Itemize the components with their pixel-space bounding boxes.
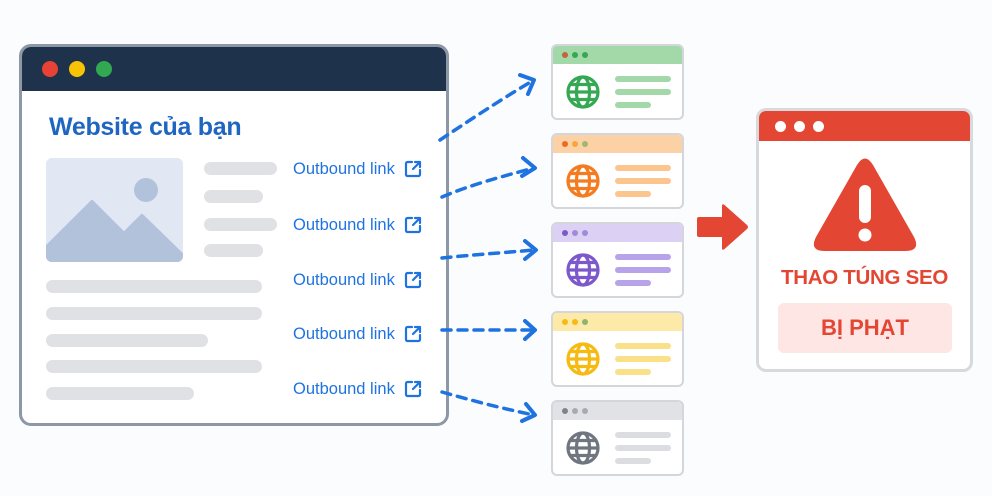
card-dot-icon (572, 319, 578, 325)
text-placeholder (46, 360, 262, 373)
card-dot-icon (562, 230, 568, 236)
text-placeholder (46, 387, 194, 400)
main-website-window: Website của bạn Outbound link Outbound l… (19, 44, 449, 426)
outbound-link[interactable]: Outbound link (293, 379, 423, 399)
card-dot-icon (562, 141, 568, 147)
text-placeholder (46, 280, 262, 293)
text-placeholder (46, 307, 262, 320)
outbound-link-label: Outbound link (293, 379, 395, 398)
arrowhead-icon (523, 239, 538, 261)
outbound-link[interactable]: Outbound link (293, 215, 423, 235)
target-site-card (551, 222, 684, 298)
outbound-link[interactable]: Outbound link (293, 270, 423, 290)
card-titlebar (553, 402, 682, 420)
maximize-dot-icon (96, 61, 112, 77)
outbound-link-label: Outbound link (293, 159, 395, 178)
card-dot-icon (582, 230, 588, 236)
text-placeholder (615, 343, 671, 349)
text-placeholder (615, 254, 671, 260)
text-placeholder (204, 218, 277, 231)
minimize-dot-icon (69, 61, 85, 77)
website-title: Website của bạn (49, 113, 242, 141)
card-dot-icon (582, 408, 588, 414)
globe-icon (566, 164, 600, 198)
close-dot-icon (42, 61, 58, 77)
text-placeholder (204, 244, 263, 257)
external-link-icon (404, 380, 421, 398)
text-placeholder (615, 89, 671, 95)
card-titlebar (553, 46, 682, 64)
outbound-link[interactable]: Outbound link (293, 324, 423, 344)
penalty-title: THAO TÚNG SEO (781, 266, 948, 289)
arrow-to-site-2 (440, 166, 536, 199)
card-titlebar (553, 224, 682, 242)
text-placeholder (615, 267, 671, 273)
penalty-window: THAO TÚNG SEO BỊ PHẠT (756, 108, 973, 372)
card-dot-icon (572, 141, 578, 147)
card-dot-icon (582, 319, 588, 325)
card-titlebar (553, 313, 682, 331)
warning-icon (813, 158, 917, 251)
external-link-icon (404, 271, 421, 289)
globe-icon (566, 431, 600, 465)
window-titlebar (22, 47, 446, 91)
arrow-to-site-1 (438, 78, 536, 142)
card-dot-icon (572, 230, 578, 236)
globe-icon (566, 342, 600, 376)
text-placeholder (46, 334, 208, 347)
card-dot-icon (572, 408, 578, 414)
arrow-to-site-3 (440, 248, 536, 260)
text-placeholder (615, 191, 651, 197)
text-placeholder (615, 356, 671, 362)
card-titlebar (553, 135, 682, 153)
text-placeholder (615, 165, 671, 171)
outbound-link[interactable]: Outbound link (293, 159, 423, 179)
card-dot-icon (582, 141, 588, 147)
target-site-card (551, 400, 684, 476)
image-placeholder-icon (46, 158, 183, 262)
outbound-link-label: Outbound link (293, 270, 395, 289)
text-placeholder (615, 458, 651, 464)
arrowhead-icon (523, 319, 537, 341)
penalty-badge: BỊ PHẠT (778, 303, 952, 353)
outbound-link-label: Outbound link (293, 324, 395, 343)
arrowhead-icon (518, 73, 536, 96)
card-dot-icon (562, 408, 568, 414)
globe-icon (566, 75, 600, 109)
arrow-to-site-5 (440, 390, 536, 417)
card-dot-icon (572, 52, 578, 58)
target-site-card (551, 44, 684, 120)
globe-icon (566, 253, 600, 287)
card-dot-icon (562, 52, 568, 58)
window-dot-icon (775, 120, 786, 132)
target-site-card (551, 133, 684, 209)
text-placeholder (615, 102, 651, 108)
text-placeholder (615, 445, 671, 451)
card-dot-icon (582, 52, 588, 58)
text-placeholder (615, 432, 671, 438)
arrowhead-icon (520, 402, 537, 423)
external-link-icon (404, 216, 421, 234)
text-placeholder (615, 280, 651, 286)
arrowhead-icon (520, 156, 537, 178)
text-placeholder (615, 178, 671, 184)
red-arrow-right-icon (697, 204, 748, 250)
penalty-titlebar (759, 111, 970, 141)
window-dot-icon (813, 120, 824, 132)
external-link-icon (404, 160, 421, 178)
text-placeholder (615, 76, 671, 82)
text-placeholder (204, 162, 277, 175)
card-dot-icon (562, 319, 568, 325)
outbound-link-label: Outbound link (293, 215, 395, 234)
window-dot-icon (794, 120, 805, 132)
text-placeholder (204, 190, 263, 203)
target-site-card (551, 311, 684, 387)
external-link-icon (404, 325, 421, 343)
text-placeholder (615, 369, 651, 375)
